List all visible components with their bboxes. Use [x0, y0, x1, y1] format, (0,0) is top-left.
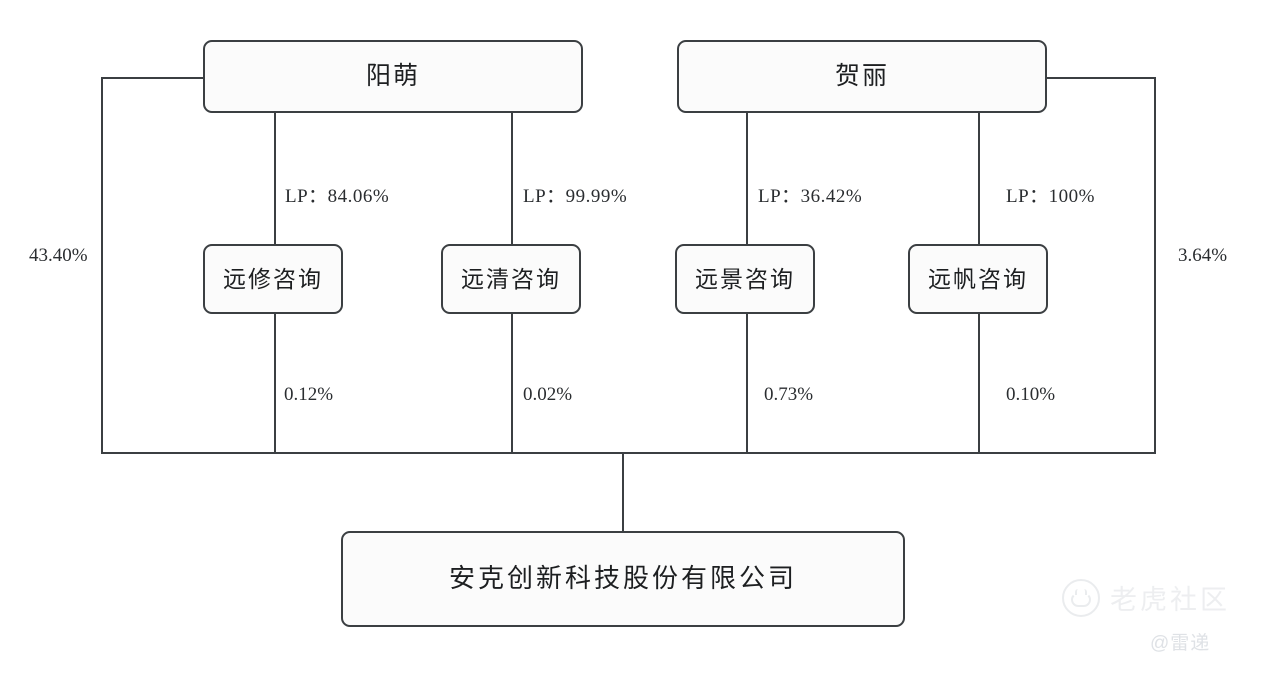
watermark-handle: @雷递: [1150, 633, 1211, 654]
edge-label-direct-yangmeng: 43.40%: [29, 245, 88, 266]
edge-label-lp-yuanqing: LP：99.99%: [523, 186, 628, 207]
edge-label-lp-yuanxiu: LP：84.06%: [285, 186, 390, 207]
connector-heli-to-yuanfan: [978, 112, 980, 245]
node-label: 贺丽: [834, 63, 889, 90]
connector-yangmeng-to-yuanqing: [511, 112, 513, 245]
node-partnership-yuanxiu: 远修咨询: [203, 244, 343, 314]
connector-bus-horizontal: [101, 452, 1156, 454]
node-label: 远帆咨询: [928, 266, 1028, 292]
node-label: 远景咨询: [695, 266, 795, 292]
node-partnership-yuanqing: 远清咨询: [441, 244, 581, 314]
connector-yuanfan-to-bus: [978, 313, 980, 453]
node-shareholder-heli: 贺丽: [677, 40, 1047, 113]
connector-heli-to-yuanjing: [746, 112, 748, 245]
connector-yuanxiu-to-bus: [274, 313, 276, 453]
node-company-anker: 安克创新科技股份有限公司: [341, 531, 905, 627]
connector-heli-direct-vertical: [1154, 77, 1156, 453]
node-partnership-yuanfan: 远帆咨询: [908, 244, 1048, 314]
connector-heli-direct-horizontal: [1045, 77, 1156, 79]
node-label: 远清咨询: [461, 266, 561, 292]
connector-yuanjing-to-bus: [746, 313, 748, 453]
edge-label-direct-yuanjing: 0.73%: [764, 384, 814, 405]
connector-bus-to-company: [622, 452, 624, 531]
watermark-brand-text: 老虎社区: [1110, 585, 1230, 615]
connector-yangmeng-direct-vertical: [101, 77, 103, 453]
edge-label-direct-heli: 3.64%: [1178, 245, 1228, 266]
edge-label-direct-yuanxiu: 0.12%: [284, 384, 334, 405]
tiger-circle-icon: [1062, 578, 1100, 617]
node-label: 远修咨询: [223, 266, 323, 292]
connector-yangmeng-direct-horizontal: [101, 77, 205, 79]
watermark-brand: 老虎社区: [1062, 578, 1230, 617]
edge-label-direct-yuanfan: 0.10%: [1006, 384, 1056, 405]
connector-yangmeng-to-yuanxiu: [274, 112, 276, 245]
node-partnership-yuanjing: 远景咨询: [675, 244, 815, 314]
node-label: 阳萌: [365, 63, 420, 90]
edge-label-lp-yuanjing: LP：36.42%: [758, 186, 863, 207]
node-label: 安克创新科技股份有限公司: [448, 564, 797, 593]
connector-yuanqing-to-bus: [511, 313, 513, 453]
node-shareholder-yangmeng: 阳萌: [203, 40, 583, 113]
edge-label-direct-yuanqing: 0.02%: [523, 384, 573, 405]
edge-label-lp-yuanfan: LP：100%: [1006, 186, 1096, 207]
